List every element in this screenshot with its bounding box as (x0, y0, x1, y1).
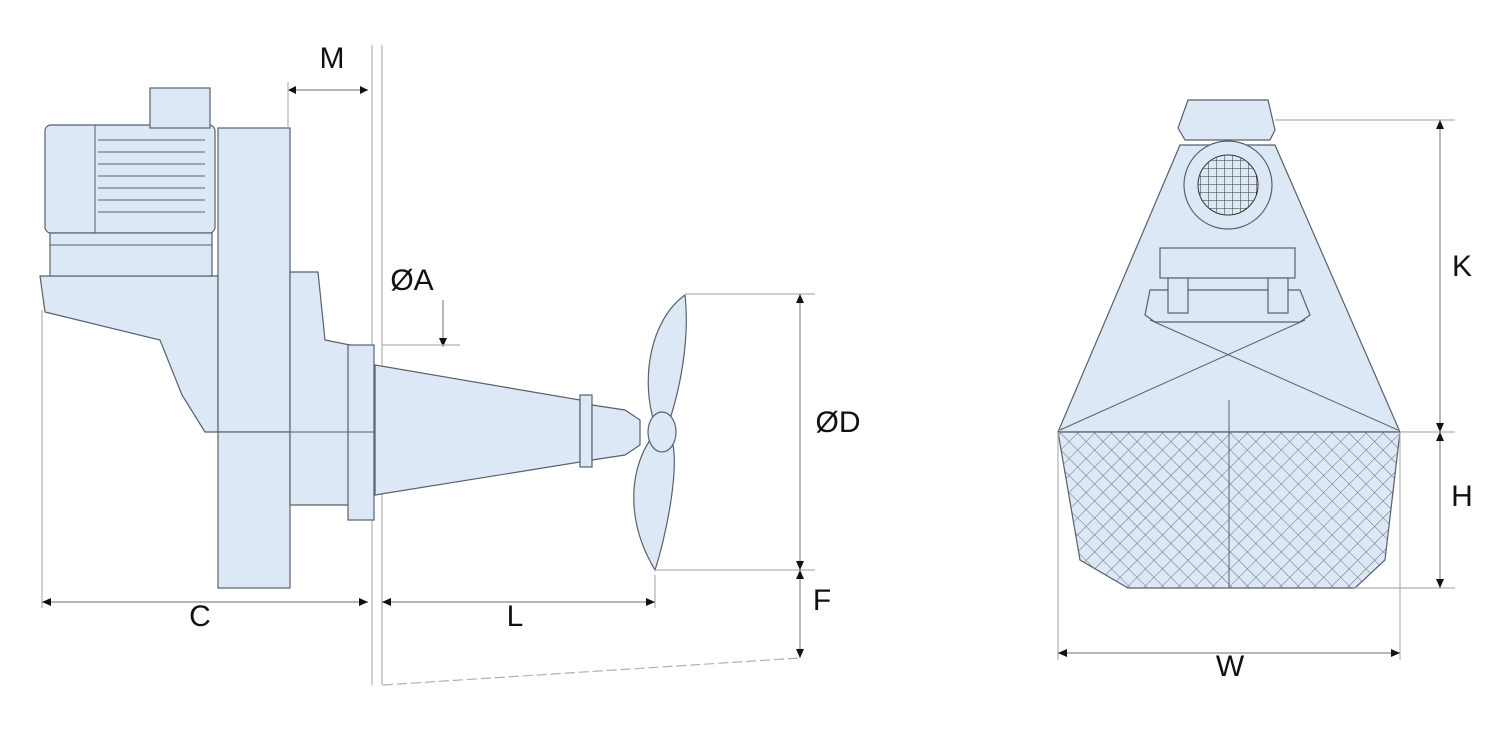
dimension-m: M (287, 42, 368, 128)
label-d: ØD (816, 406, 861, 439)
cone-ring (579, 394, 593, 468)
label-h: H (1451, 480, 1473, 513)
dimension-l: L (382, 575, 656, 633)
dimension-d: ØD (655, 293, 861, 571)
dimension-f: F (382, 570, 831, 686)
gearbox (217, 127, 291, 433)
gearbox-lower (217, 431, 291, 589)
motor-base-front (1159, 247, 1296, 279)
hub (591, 404, 641, 461)
support-right (1267, 277, 1289, 314)
dimension-k: K (1275, 119, 1472, 433)
fan-grille-icon (1197, 154, 1259, 216)
propeller-blade-upper (647, 293, 687, 426)
shaft-cone (374, 364, 581, 496)
label-l: L (507, 600, 524, 633)
side-view: M ØA ØD F C (39, 42, 861, 686)
dimension-c: C (41, 310, 368, 633)
dimension-w: W (1057, 432, 1401, 683)
label-c: C (189, 600, 211, 633)
motor-fins (94, 125, 205, 233)
front-view: K H W (1057, 99, 1473, 683)
label-m: M (320, 42, 345, 75)
motor-base (49, 232, 213, 277)
label-w: W (1216, 650, 1245, 683)
propeller-hub (647, 411, 677, 453)
dimension-h: H (1355, 432, 1473, 589)
terminal-box (149, 87, 211, 129)
support-left (1167, 277, 1189, 314)
label-k: K (1452, 250, 1472, 283)
dimension-a: ØA (382, 264, 460, 347)
label-f: F (813, 584, 831, 617)
top-cover (1177, 99, 1276, 141)
base-housing (39, 275, 219, 433)
motor (44, 124, 216, 234)
label-a: ØA (390, 264, 433, 297)
drive-housing (289, 271, 351, 506)
propeller-blade-lower (633, 439, 675, 572)
